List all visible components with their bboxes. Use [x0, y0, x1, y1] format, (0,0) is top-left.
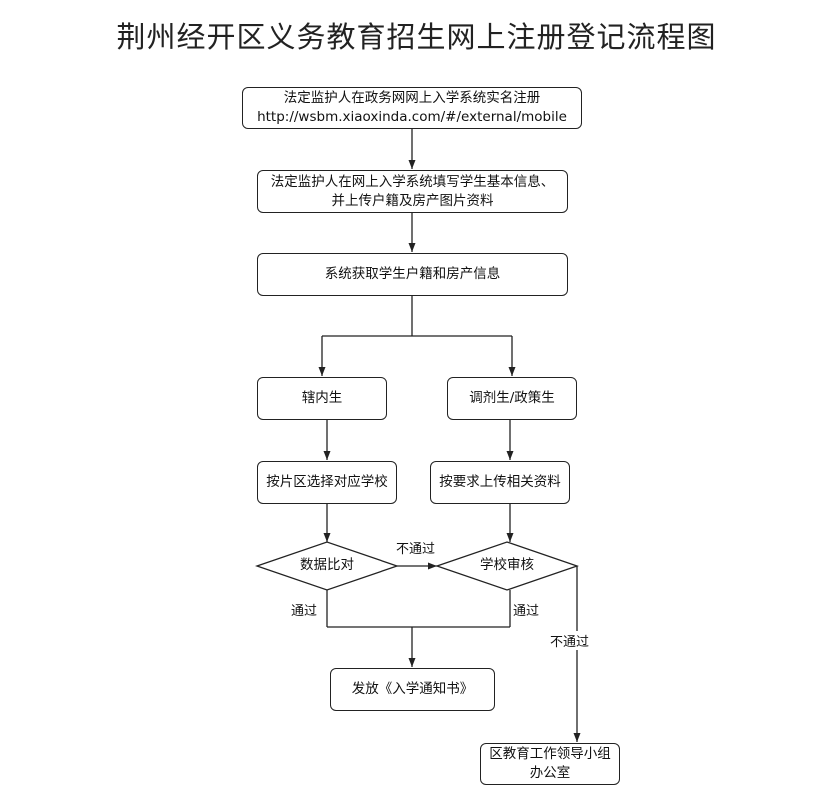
step-issue-notice-label: 发放《入学通知书》 [351, 681, 474, 697]
step-upload-materials-label: 按要求上传相关资料 [439, 474, 561, 490]
diamond-school-review-label: 学校审核 [480, 557, 534, 573]
step-fill-info-line2: 并上传户籍及房产图片资料 [331, 192, 494, 209]
edge-label-compare-pass: 通过 [291, 600, 318, 619]
step-in-district: 辖内生 [257, 377, 387, 420]
step-fetch-info-label: 系统获取学生户籍和房产信息 [324, 266, 501, 282]
step-in-district-label: 辖内生 [301, 390, 343, 406]
edge-label-review-pass: 通过 [513, 600, 540, 619]
step-issue-notice: 发放《入学通知书》 [330, 668, 495, 711]
step-fill-info-line1: 法定监护人在网上入学系统填写学生基本信息、 [270, 173, 555, 190]
diamond-school-review [434, 541, 580, 591]
step-fill-info: 法定监护人在网上入学系统填写学生基本信息、 并上传户籍及房产图片资料 [257, 170, 568, 213]
step-district-office-line2: 办公室 [529, 765, 571, 781]
diamond-data-compare-label: 数据比对 [300, 557, 354, 573]
edge-label-compare-fail: 不通过 [396, 538, 436, 557]
step-fetch-info: 系统获取学生户籍和房产信息 [257, 253, 568, 296]
step-register: 法定监护人在政务网网上入学系统实名注册 http://wsbm.xiaoxind… [242, 87, 582, 129]
step-choose-school-label: 按片区选择对应学校 [266, 474, 388, 490]
step-upload-materials: 按要求上传相关资料 [430, 461, 570, 504]
step-district-office-line1: 区教育工作领导小组 [489, 746, 611, 762]
page-title: 荆州经开区义务教育招生网上注册登记流程图 [116, 20, 717, 54]
step-adjusted-label: 调剂生/政策生 [469, 390, 555, 406]
step-district-office: 区教育工作领导小组 办公室 [480, 743, 620, 785]
diamond-data-compare [254, 541, 400, 591]
edge-label-review-fail: 不通过 [550, 631, 590, 650]
step-register-url: http://wsbm.xiaoxinda.com/#/external/mob… [257, 109, 567, 125]
step-register-line1: 法定监护人在政务网网上入学系统实名注册 [283, 90, 541, 106]
step-choose-school: 按片区选择对应学校 [257, 461, 397, 504]
step-adjusted: 调剂生/政策生 [447, 377, 577, 420]
